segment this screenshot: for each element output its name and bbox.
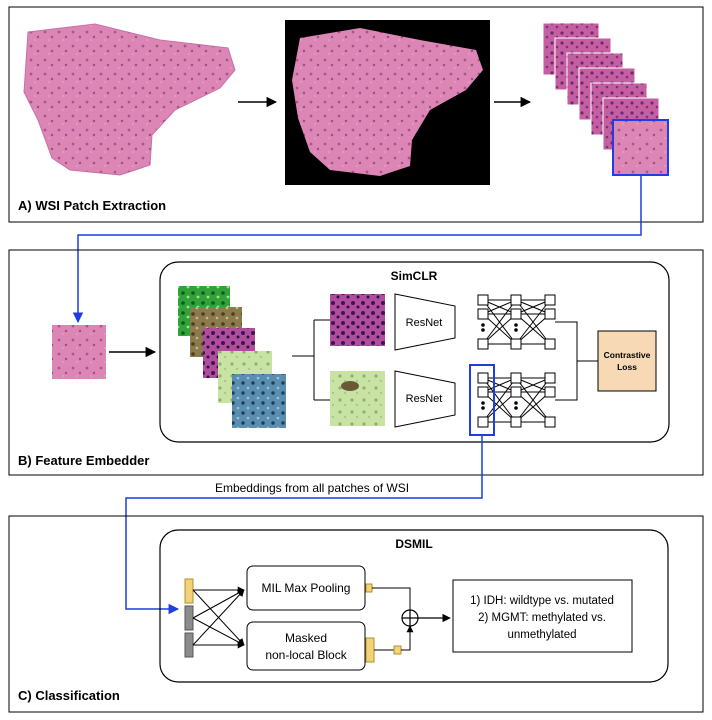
augmented-patch-stack	[178, 286, 286, 428]
connector-patch-to-embedder	[72, 176, 642, 324]
wsi-slide-image	[23, 23, 236, 176]
view-1-image	[330, 294, 385, 346]
panel-c-label: C) Classification	[18, 688, 120, 703]
masked-slide-image	[292, 28, 483, 176]
projection-head-bottom	[477, 372, 556, 428]
selected-patch	[612, 119, 669, 176]
masked-nonlocal-line1: Masked	[285, 631, 327, 645]
dsmil-title: DSMIL	[395, 537, 432, 551]
output-box	[452, 579, 633, 653]
embeddings-label: Embeddings from all patches of WSI	[215, 481, 409, 495]
resnet-bottom-label: ResNet	[406, 393, 443, 405]
panel-c: DSMIL MIL Max Pooling Masked non-local B…	[8, 515, 704, 713]
view-2-image	[330, 371, 385, 426]
input-patch	[52, 325, 106, 379]
panel-b-frame	[8, 249, 704, 476]
panel-b: SimCLR ResNet ResNet	[8, 249, 704, 476]
split-lines	[292, 319, 330, 401]
output-line2: 2) MGMT: methylated vs.	[478, 612, 606, 624]
dsmil-box	[159, 529, 669, 683]
instance-embeddings	[184, 578, 194, 658]
output-line1: 1) IDH: wildtype vs. mutated	[470, 595, 614, 607]
output-line3: unmethylated	[507, 629, 576, 641]
resnet-bottom-shape	[394, 370, 456, 428]
contrastive-loss-box	[597, 330, 657, 392]
masked-output-embedding-tall	[365, 637, 375, 663]
panel-a: A) WSI Patch Extraction	[8, 6, 704, 223]
mil-max-pooling-box	[246, 565, 366, 611]
merge-lines	[555, 321, 598, 401]
panel-c-frame	[8, 515, 704, 713]
patch-stack	[542, 22, 669, 176]
simclr-title: SimCLR	[391, 269, 438, 283]
masked-output-embedding-small	[393, 645, 402, 655]
projection-head-top	[477, 294, 556, 350]
masked-nonlocal-line2: non-local Block	[265, 648, 347, 662]
connector-embeddings-to-dsmil	[125, 436, 483, 615]
combine-plus	[402, 610, 418, 626]
resnet-top-label: ResNet	[406, 317, 443, 329]
contrastive-loss-line2: Loss	[617, 362, 637, 372]
masked-nonlocal-box	[246, 621, 366, 671]
panel-a-frame	[8, 6, 704, 223]
mil-max-pooling-label: MIL Max Pooling	[262, 581, 351, 595]
simclr-box	[159, 261, 670, 443]
resnet-top-shape	[394, 293, 456, 351]
embedding-highlight-box	[469, 364, 495, 436]
max-pool-output-embedding	[365, 583, 373, 593]
view-2-cell	[341, 381, 359, 391]
panel-a-label: A) WSI Patch Extraction	[18, 198, 166, 213]
instance-to-block-lines	[192, 586, 245, 649]
contrastive-loss-line1: Contrastive	[604, 350, 651, 360]
panel-b-label: B) Feature Embedder	[18, 453, 149, 468]
to-combine-lines	[372, 587, 410, 651]
